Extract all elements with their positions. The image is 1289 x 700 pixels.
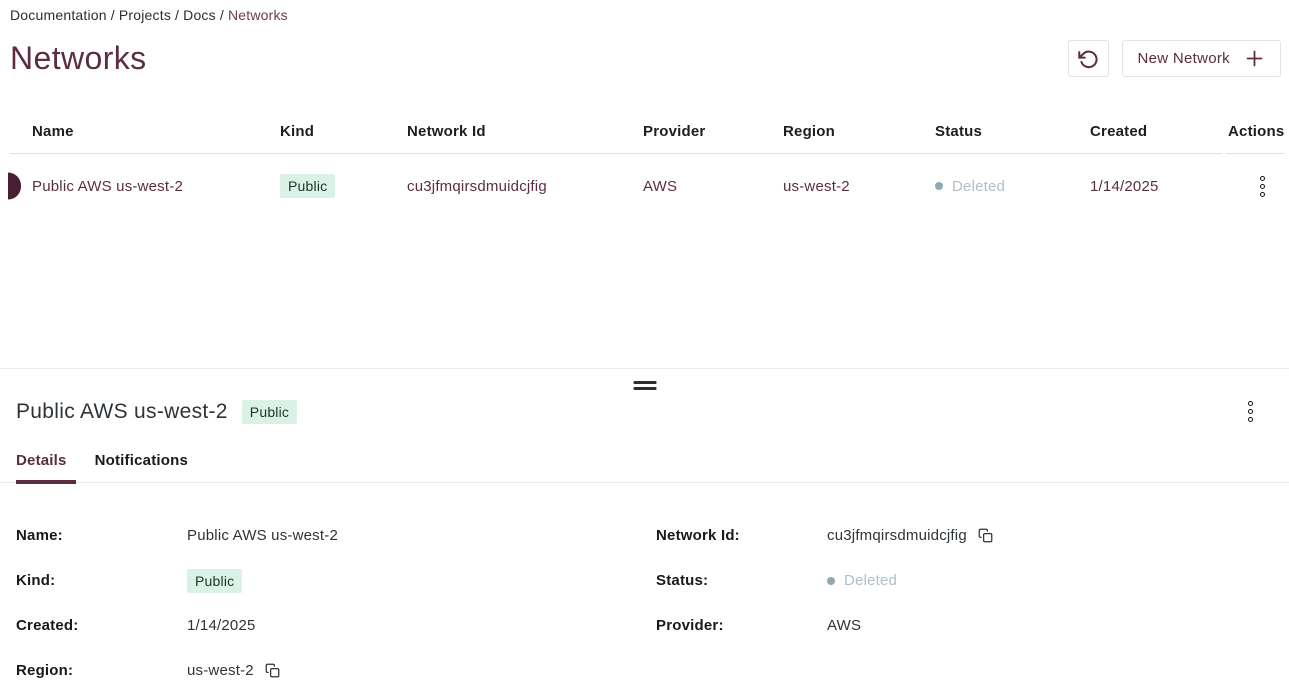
kind-badge: Public [280, 174, 336, 198]
breadcrumb-separator: / [110, 7, 115, 23]
page-header: Networks New Network [0, 23, 1289, 79]
copy-region-button[interactable] [265, 663, 280, 678]
breadcrumb-item-docs[interactable]: Docs [183, 7, 216, 23]
breadcrumb-item-projects[interactable]: Projects [118, 7, 172, 23]
selected-row-marker [8, 172, 21, 200]
status-badge: Deleted [935, 178, 1005, 195]
copy-icon [978, 528, 993, 543]
networks-table: Name Kind Network Id Provider Region Sta… [8, 109, 1285, 218]
drawer-kebab-menu-icon[interactable] [1242, 395, 1259, 428]
column-header-region: Region [783, 109, 935, 154]
drawer-header: Public AWS us-west-2 Public [0, 369, 1289, 428]
tab-notifications[interactable]: Notifications [94, 452, 189, 469]
field-kind-badge: Public [187, 568, 243, 593]
networks-page: Documentation/Projects/Docs/Networks Net… [0, 0, 1289, 218]
cell-provider: AWS [643, 177, 678, 195]
field-kind-label: Kind: [16, 572, 56, 589]
cell-name[interactable]: Public AWS us-west-2 [32, 177, 183, 195]
field-name: Name: Public AWS us-west-2 [0, 513, 640, 558]
dot-icon [827, 576, 835, 585]
header-actions: New Network [1067, 40, 1281, 77]
cell-status: Deleted [935, 178, 1090, 195]
field-network-id-value: cu3jfmqirsdmuidcjfig [827, 527, 967, 544]
field-created-label: Created: [16, 617, 79, 634]
column-header-network-id: Network Id [407, 109, 643, 154]
details-right-column: Network Id: cu3jfmqirsdmuidcjfig Statu [640, 513, 1289, 693]
column-header-kind: Kind [280, 109, 407, 154]
field-provider: Provider: AWS [640, 603, 1289, 648]
breadcrumb-item-documentation[interactable]: Documentation [10, 7, 107, 23]
field-status: Status: Deleted [640, 558, 1289, 603]
plus-icon [1244, 48, 1265, 69]
field-region-value: us-west-2 [187, 662, 254, 679]
field-region-label: Region: [16, 662, 74, 679]
drawer-title: Public AWS us-west-2 [16, 399, 228, 423]
field-name-value: Public AWS us-west-2 [187, 527, 338, 544]
cell-region: us-west-2 [783, 177, 850, 195]
refresh-button[interactable] [1067, 40, 1109, 77]
new-network-button-label: New Network [1137, 50, 1230, 67]
field-status-label: Status: [656, 572, 709, 589]
page-title: Networks [10, 40, 147, 76]
drawer-kind-badge: Public [241, 399, 298, 424]
field-kind: Kind: Public [0, 558, 640, 603]
field-created: Created: 1/14/2025 [0, 603, 640, 648]
field-region: Region: us-west-2 [0, 648, 640, 693]
detail-drawer: Public AWS us-west-2 Public Details Noti… [0, 368, 1289, 700]
drag-handle-icon[interactable] [631, 379, 658, 392]
rotate-ccw-icon [1077, 48, 1099, 70]
copy-icon [265, 663, 280, 678]
column-header-actions: Actions [1226, 109, 1285, 154]
field-created-value: 1/14/2025 [187, 617, 256, 634]
field-status-value: Deleted [844, 572, 898, 589]
drawer-tabs: Details Notifications [0, 452, 1289, 484]
column-header-name: Name [10, 109, 280, 154]
tab-details[interactable]: Details [16, 452, 76, 484]
field-network-id-label: Network Id: [656, 527, 740, 544]
breadcrumb-separator: / [219, 7, 224, 23]
cell-actions [1222, 170, 1279, 203]
table-header-row: Name Kind Network Id Provider Region Sta… [10, 109, 1285, 154]
details-panel: Name: Public AWS us-west-2 Kind: Public … [0, 483, 1289, 693]
column-header-status: Status [935, 109, 1090, 154]
column-header-provider: Provider [643, 109, 783, 154]
details-left-column: Name: Public AWS us-west-2 Kind: Public … [0, 513, 640, 693]
column-header-created: Created [1090, 109, 1222, 154]
field-provider-label: Provider: [656, 617, 724, 634]
cell-kind: Public [280, 174, 407, 198]
field-name-label: Name: [16, 527, 63, 544]
field-network-id: Network Id: cu3jfmqirsdmuidcjfig [640, 513, 1289, 558]
cell-created: 1/14/2025 [1090, 177, 1159, 195]
breadcrumb-item-networks: Networks [227, 7, 288, 23]
status-badge: Deleted [827, 572, 897, 589]
cell-network-id: cu3jfmqirsdmuidcjfig [407, 177, 547, 195]
status-label: Deleted [952, 177, 1006, 195]
new-network-button[interactable]: New Network [1121, 40, 1281, 77]
field-provider-value: AWS [827, 617, 862, 634]
breadcrumb: Documentation/Projects/Docs/Networks [0, 0, 1289, 23]
copy-network-id-button[interactable] [978, 528, 993, 543]
row-kebab-menu-icon[interactable] [1254, 170, 1271, 203]
dot-icon [935, 182, 943, 190]
table-row[interactable]: Public AWS us-west-2 Public cu3jfmqirsdm… [8, 154, 1279, 218]
breadcrumb-separator: / [175, 7, 180, 23]
